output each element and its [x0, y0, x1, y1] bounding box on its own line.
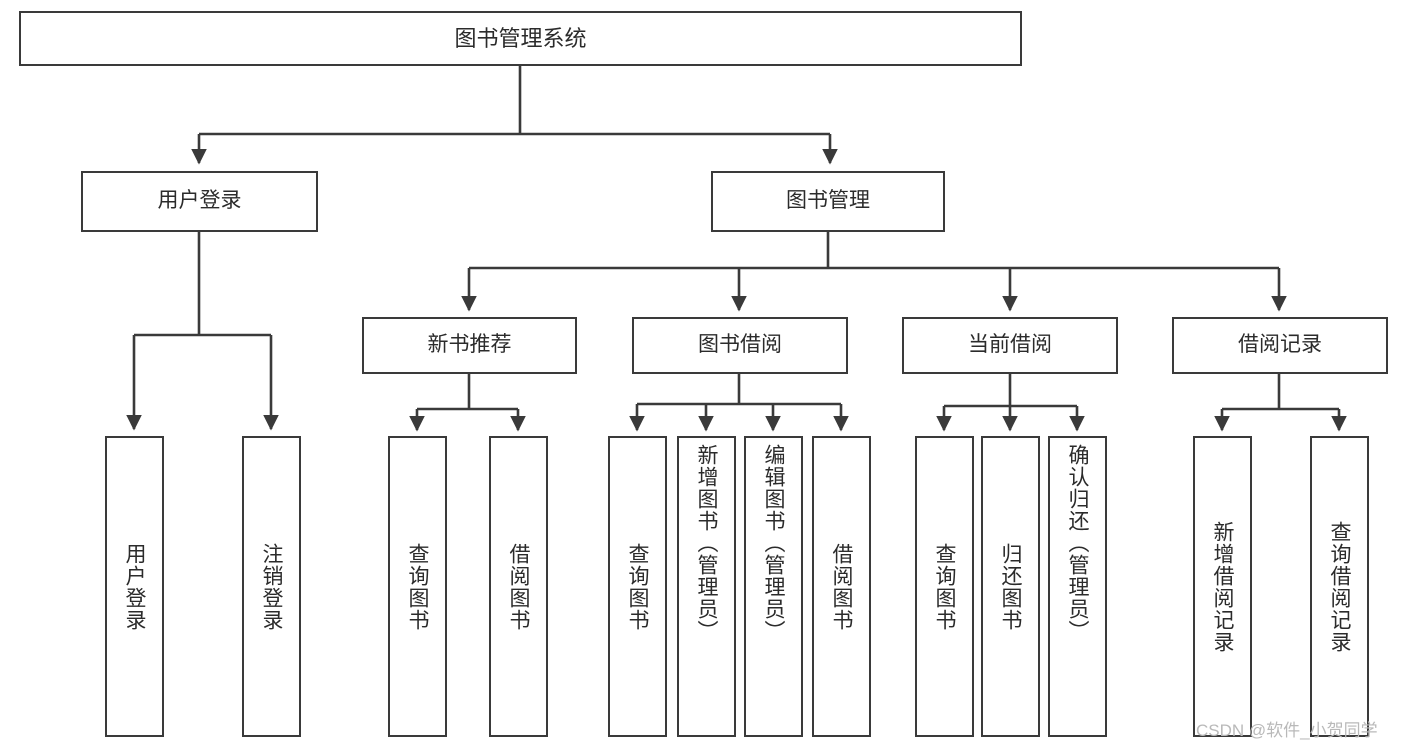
node-leaf-borrow-book-1[interactable]: 借阅图书 [489, 436, 548, 737]
node-leaf-query-book-3-label: 查询图书 [933, 542, 956, 631]
node-current-borrow-label: 当前借阅 [968, 333, 1052, 357]
node-book-manage[interactable]: 图书管理 [711, 171, 945, 232]
node-leaf-return-book-label: 归还图书 [999, 542, 1022, 631]
node-leaf-borrow-book-2-label: 借阅图书 [830, 542, 853, 631]
node-new-book-recommend-label: 新书推荐 [427, 333, 512, 357]
node-leaf-query-book-1-label: 查询图书 [406, 542, 429, 631]
node-leaf-borrow-book-1-label: 借阅图书 [507, 542, 530, 631]
node-leaf-add-book-label: 新增图书（管理员） [695, 444, 718, 642]
node-root-label: 图书管理系统 [454, 25, 587, 51]
node-borrow-record[interactable]: 借阅记录 [1172, 317, 1388, 374]
node-book-manage-label: 图书管理 [786, 189, 870, 213]
node-root[interactable]: 图书管理系统 [19, 11, 1022, 66]
node-leaf-edit-book[interactable]: 编辑图书（管理员） [744, 436, 803, 737]
node-leaf-add-record-label: 新增借阅记录 [1211, 520, 1234, 653]
node-leaf-confirm-return[interactable]: 确认归还（管理员） [1048, 436, 1107, 737]
node-leaf-query-book-2-label: 查询图书 [626, 542, 649, 631]
node-leaf-query-record[interactable]: 查询借阅记录 [1310, 436, 1369, 737]
node-leaf-logout-label: 注销登录 [260, 542, 283, 631]
node-leaf-query-book-3[interactable]: 查询图书 [915, 436, 974, 737]
node-leaf-logout[interactable]: 注销登录 [242, 436, 301, 737]
node-leaf-edit-book-label: 编辑图书（管理员） [762, 444, 785, 642]
node-user-login-label: 用户登录 [157, 189, 242, 213]
node-borrow-record-label: 借阅记录 [1238, 333, 1322, 357]
node-leaf-user-login-label: 用户登录 [123, 542, 146, 631]
node-leaf-query-book-2[interactable]: 查询图书 [608, 436, 667, 737]
node-user-login[interactable]: 用户登录 [81, 171, 318, 232]
node-current-borrow[interactable]: 当前借阅 [902, 317, 1118, 374]
node-leaf-add-book[interactable]: 新增图书（管理员） [677, 436, 736, 737]
node-book-borrow-label: 图书借阅 [698, 333, 782, 357]
node-new-book-recommend[interactable]: 新书推荐 [362, 317, 577, 374]
node-leaf-return-book[interactable]: 归还图书 [981, 436, 1040, 737]
node-leaf-confirm-return-label: 确认归还（管理员） [1066, 444, 1089, 642]
node-leaf-query-record-label: 查询借阅记录 [1328, 520, 1351, 653]
node-book-borrow[interactable]: 图书借阅 [632, 317, 848, 374]
node-leaf-user-login[interactable]: 用户登录 [105, 436, 164, 737]
node-leaf-borrow-book-2[interactable]: 借阅图书 [812, 436, 871, 737]
node-leaf-query-book-1[interactable]: 查询图书 [388, 436, 447, 737]
csdn-watermark: CSDN @软件_小贺同学 [1196, 721, 1378, 740]
node-leaf-add-record[interactable]: 新增借阅记录 [1193, 436, 1252, 737]
